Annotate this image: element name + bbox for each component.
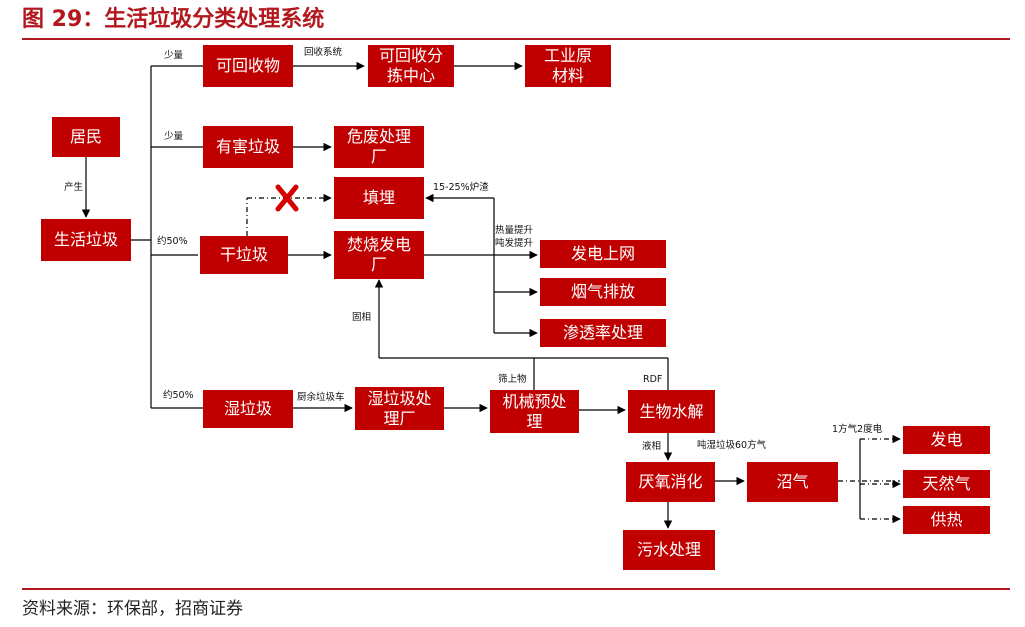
node-sewage: 污水处理 [623, 530, 715, 570]
page-title: 图 29：生活垃圾分类处理系统 [22, 7, 325, 32]
footer-divider [22, 588, 1010, 590]
x-mark-icon [275, 184, 299, 212]
label-solid-phase: 固相 [352, 312, 372, 323]
node-power: 发电 [903, 426, 990, 454]
title-divider [22, 38, 1010, 40]
node-landfill: 填埋 [334, 177, 424, 219]
label-ton-wet-60: 吨湿垃圾60方气 [697, 440, 767, 451]
node-incineration-plant: 焚烧发电厂 [334, 231, 424, 279]
label-heat-up: 热量提升 [495, 225, 534, 236]
label-small-amount-1: 少量 [164, 50, 184, 61]
label-rdf: RDF [643, 374, 663, 385]
node-anaerobic: 厌氧消化 [626, 462, 715, 502]
node-biogas: 沼气 [747, 462, 838, 502]
node-wet: 湿垃圾 [203, 390, 293, 428]
label-produce: 产生 [64, 182, 84, 193]
node-flue-gas: 烟气排放 [540, 278, 666, 306]
node-recycle-center: 可回收分拣中心 [368, 45, 454, 87]
node-leachate: 渗透率处理 [540, 319, 666, 347]
node-grid-power: 发电上网 [540, 240, 666, 268]
node-wet-plant: 湿垃圾处理厂 [355, 387, 444, 430]
label-kitchen-truck: 厨余垃圾车 [297, 392, 345, 403]
label-ton-power-up: 吨发提升 [495, 238, 534, 249]
node-heating: 供热 [903, 506, 990, 534]
node-hazardous: 有害垃圾 [203, 126, 293, 168]
label-gas-to-power: 1方气2度电 [832, 424, 883, 435]
node-industrial-material: 工业原材料 [525, 45, 611, 87]
label-small-amount-2: 少量 [164, 131, 184, 142]
node-hazardous-plant: 危废处理厂 [334, 126, 424, 168]
node-mech-pretreat: 机械预处理 [490, 390, 579, 433]
label-about-50-dry: 约50% [157, 236, 188, 247]
label-recycle-system: 回收系统 [304, 47, 343, 58]
node-msw: 生活垃圾 [41, 219, 131, 261]
node-residents: 居民 [52, 117, 120, 157]
label-about-50-wet: 约50% [163, 390, 194, 401]
label-liquid-phase: 液相 [642, 441, 662, 452]
node-dry: 干垃圾 [200, 236, 288, 274]
label-slag: 15-25%炉渣 [433, 182, 489, 193]
node-natural-gas: 天然气 [903, 470, 990, 498]
node-recyclable: 可回收物 [203, 45, 293, 87]
source-note: 资料来源：环保部，招商证券 [22, 599, 243, 619]
node-hydrolysis: 生物水解 [628, 390, 715, 433]
label-screenings: 筛上物 [498, 374, 527, 385]
